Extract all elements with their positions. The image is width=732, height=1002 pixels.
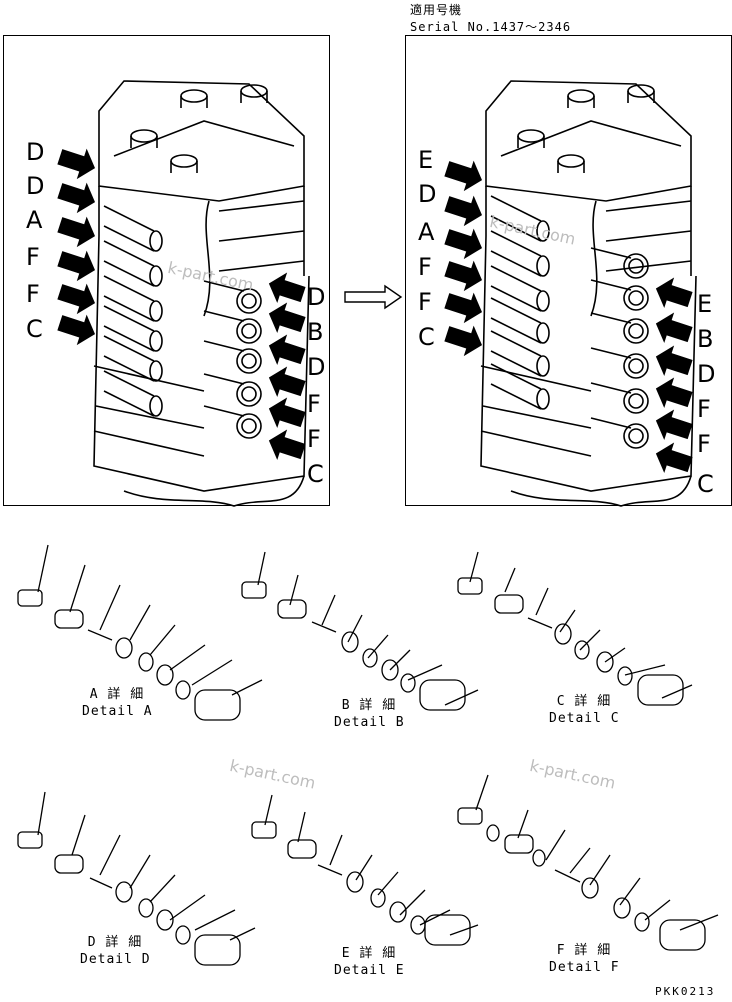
arrow-label-right-4: F bbox=[307, 390, 321, 418]
arrow-label-right-2: B bbox=[307, 318, 324, 346]
detail-a-parts bbox=[17, 544, 263, 721]
detail-e-parts bbox=[251, 794, 479, 946]
detail-d-parts bbox=[17, 791, 256, 966]
arrow-label-left-6: C bbox=[26, 315, 43, 343]
arrow-label-left-4: F bbox=[26, 243, 40, 271]
detail-d-en: Detail D bbox=[80, 952, 151, 967]
detail-a-en: Detail A bbox=[82, 704, 153, 719]
arrow-label-left-1: D bbox=[26, 138, 45, 166]
valve-block-drawing-left bbox=[57, 80, 310, 507]
detail-d-jp: D 詳 細 bbox=[87, 935, 143, 950]
arrow-label-left-2: D bbox=[26, 172, 45, 200]
valve-assembly-panel-left bbox=[3, 35, 330, 507]
serial-range: Serial No.1437～2346 bbox=[410, 20, 572, 34]
detail-c-parts bbox=[457, 551, 693, 706]
valve-block-drawing-right bbox=[444, 80, 697, 507]
detail-a-label: A 詳 細 Detail A bbox=[82, 686, 152, 720]
arrow-label-right-2-new: B bbox=[697, 325, 714, 353]
page-id: PKK0213 bbox=[655, 985, 716, 998]
arrow-label-left-5-new: F bbox=[418, 288, 432, 316]
detail-e-jp: E 詳 細 bbox=[341, 946, 397, 961]
detail-b-jp: B 詳 細 bbox=[341, 698, 397, 713]
detail-d-label: D 詳 細 Detail D bbox=[80, 934, 150, 968]
detail-c-en: Detail C bbox=[549, 711, 620, 726]
arrow-label-right-6: C bbox=[307, 460, 324, 488]
detail-e-en: Detail E bbox=[334, 963, 405, 978]
arrow-label-right-4-new: F bbox=[697, 395, 711, 423]
detail-f-parts bbox=[457, 774, 719, 951]
detail-f-en: Detail F bbox=[549, 960, 620, 975]
arrow-label-right-3: D bbox=[307, 353, 326, 381]
arrow-label-left-5: F bbox=[26, 280, 40, 308]
detail-c-jp: C 詳 細 bbox=[556, 694, 612, 709]
detail-a-jp: A 詳 細 bbox=[89, 687, 145, 702]
detail-c-label: C 詳 細 Detail C bbox=[549, 693, 619, 727]
arrow-label-left-3: A bbox=[26, 206, 43, 234]
arrow-label-left-6-new: C bbox=[418, 323, 435, 351]
detail-f-label: F 詳 細 Detail F bbox=[549, 942, 619, 976]
detail-b-parts bbox=[241, 551, 479, 711]
detail-b-label: B 詳 細 Detail B bbox=[334, 697, 404, 731]
detail-exploded-views bbox=[17, 544, 719, 966]
arrow-label-right-1-new: E bbox=[697, 290, 713, 318]
detail-b-en: Detail B bbox=[334, 715, 405, 730]
detail-e-label: E 詳 細 Detail E bbox=[334, 945, 404, 979]
arrow-label-left-4-new: F bbox=[418, 253, 432, 281]
arrow-label-right-3-new: D bbox=[697, 360, 716, 388]
applicable-title: 適用号機 bbox=[410, 3, 463, 17]
detail-f-jp: F 詳 細 bbox=[556, 943, 612, 958]
arrow-label-right-5: F bbox=[307, 425, 321, 453]
transition-arrow-icon bbox=[344, 284, 403, 310]
arrow-label-left-1-new: E bbox=[418, 146, 434, 174]
arrow-label-left-2-new: D bbox=[418, 180, 437, 208]
arrow-label-left-3-new: A bbox=[418, 218, 435, 246]
arrow-label-right-6-new: C bbox=[697, 470, 714, 498]
arrow-label-right-1: D bbox=[307, 283, 326, 311]
valve-assembly-panel-right bbox=[405, 35, 732, 507]
arrow-label-right-5-new: F bbox=[697, 430, 711, 458]
